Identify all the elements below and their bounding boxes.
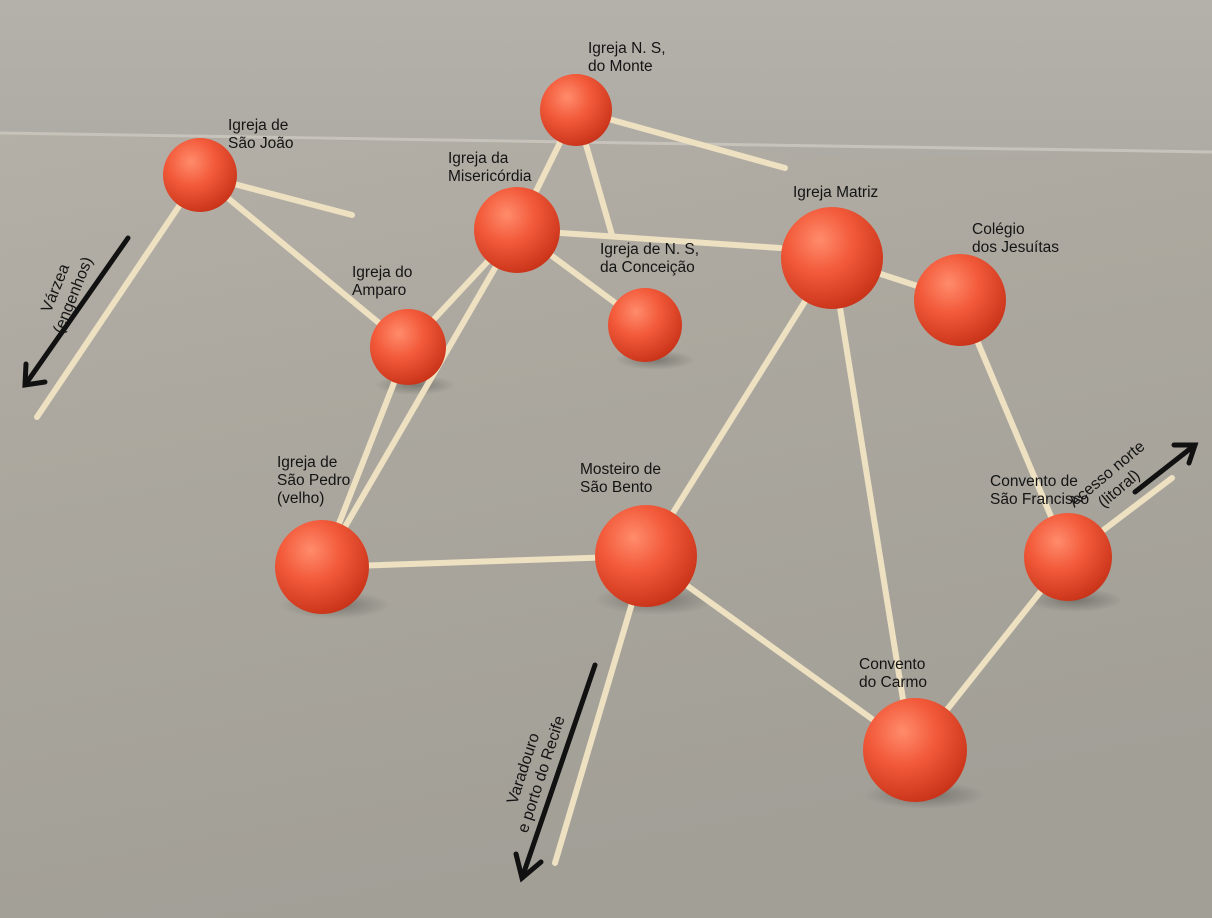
label-line: Igreja de [277,454,337,471]
back-wall [0,0,1212,158]
ball-matriz [781,207,883,309]
label-line: Misericórdia [448,168,532,185]
label-line: São Francisco [990,491,1089,508]
label-line: Igreja N. S, [588,40,666,57]
label-matriz: Igreja Matriz [793,184,878,201]
ball-carmo [863,698,967,802]
label-line: Amparo [352,282,406,299]
label-line: Igreja da [448,150,509,167]
label-line: Mosteiro de [580,461,661,478]
ball-amparo [370,309,446,385]
label-line: do Carmo [859,674,927,691]
arrow-norte [1132,442,1198,495]
wall-edge [0,131,1212,154]
label-line: Colégio [972,221,1025,238]
label-line: Convento de [990,473,1078,490]
ball-sao-bento [595,505,697,607]
label-line: Igreja de [228,117,288,134]
ball-sao-pedro [275,520,369,614]
arrow-varadouro [519,662,598,881]
ball-monte [540,74,612,146]
label-line: São João [228,135,294,152]
ball-misericordia [474,187,560,273]
label-line: Igreja do [352,264,412,281]
label-line: (velho) [277,490,324,507]
ball-jesuitas [914,254,1006,346]
label-line: da Conceição [600,259,695,276]
label-line: dos Jesuítas [972,239,1059,256]
label-line: do Monte [588,58,653,75]
label-line: São Pedro [277,472,350,489]
model-balls [163,74,1112,802]
ball-sao-francisco [1024,513,1112,601]
label-conceicao: Igreja de N. S,da Conceição [600,241,699,276]
label-line: São Bento [580,479,652,496]
arrow-varzea [22,235,131,388]
label-line: Convento [859,656,925,673]
ball-conceicao [608,288,682,362]
label-monte: Igreja N. S,do Monte [588,40,666,75]
direction-arrows [22,235,1199,883]
label-line: Igreja Matriz [793,184,878,201]
label-line: Igreja de N. S, [600,241,699,258]
ball-sao-joao [163,138,237,212]
